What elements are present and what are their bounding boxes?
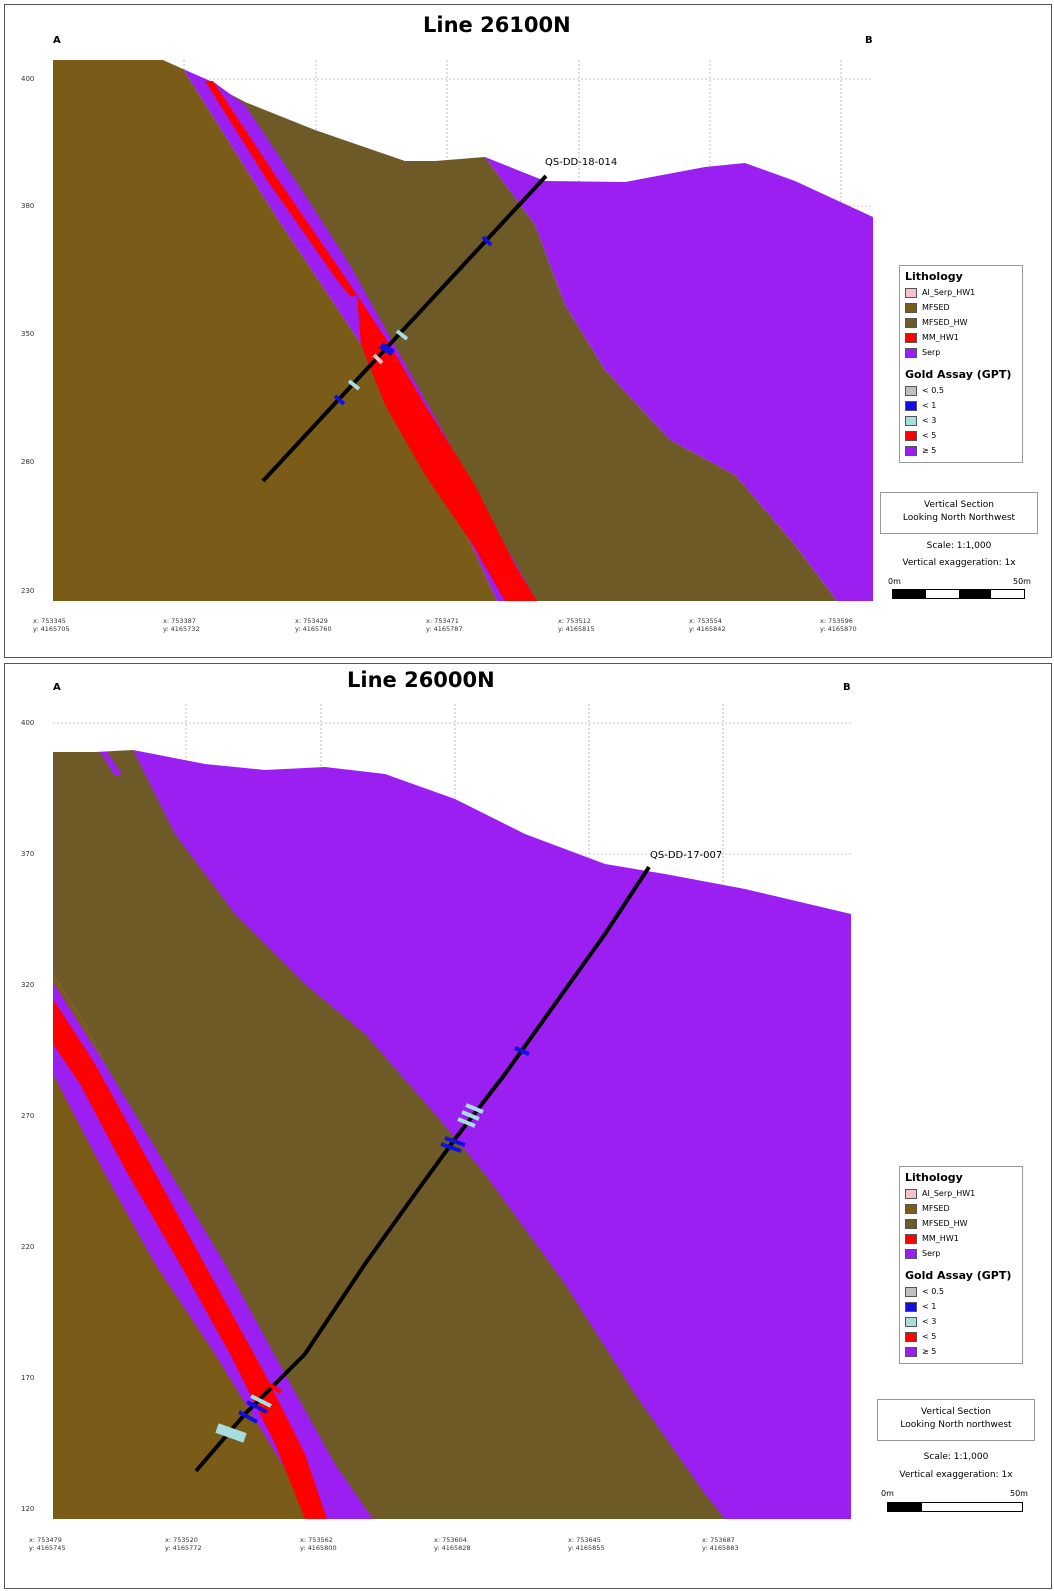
drillhole-label: QS-DD-17-007 xyxy=(650,850,723,861)
section-end-a: A xyxy=(53,35,61,46)
y-tick: 350 xyxy=(21,330,35,338)
y-tick: 170 xyxy=(21,1374,35,1382)
scale-label: Scale: 1:1,000 xyxy=(923,1452,989,1462)
legend-item: AI_Serp_HW1 xyxy=(905,1186,1017,1201)
cross-section-svg-26000n xyxy=(53,704,851,1519)
legend-item: MFSED xyxy=(905,300,1017,315)
section-title: Line 26000N xyxy=(347,668,495,692)
mfsed-hw-unit xyxy=(183,69,837,601)
legend-item: < 1 xyxy=(905,398,1017,413)
legend: Lithology AI_Serp_HW1 MFSED MFSED_HW MM_… xyxy=(899,265,1023,463)
exaggeration-label: Vertical exaggeration: 1x xyxy=(899,1470,1013,1480)
y-tick: 270 xyxy=(21,1112,35,1120)
legend-lithology-title: Lithology xyxy=(905,1171,963,1184)
legend-lithology-title: Lithology xyxy=(905,270,963,283)
section-end-b: B xyxy=(843,682,851,693)
view-direction-box: Vertical Section Looking North Northwest xyxy=(880,492,1038,534)
serp-sliver xyxy=(100,752,122,776)
legend-item: AI_Serp_HW1 xyxy=(905,285,1017,300)
mfsed-hw-unit xyxy=(53,750,765,1519)
scalebar xyxy=(887,1502,1023,1512)
assay-intervals xyxy=(333,235,493,406)
legend-item: MFSED_HW xyxy=(905,1216,1017,1231)
section-panel-26100n: Line 26100N A B QS-DD-18-014 400 380 350… xyxy=(4,4,1052,658)
drillhole-trace xyxy=(261,174,548,483)
legend-item: MFSED xyxy=(905,1201,1017,1216)
mm-hw1-unit xyxy=(357,295,537,601)
mm-hw1-vein xyxy=(205,81,357,297)
exaggeration-label: Vertical exaggeration: 1x xyxy=(902,558,1016,568)
legend-item: < 3 xyxy=(905,413,1017,428)
y-tick: 400 xyxy=(21,75,35,83)
y-tick: 320 xyxy=(21,981,35,989)
scalebar-start: 0m xyxy=(888,577,901,586)
section-title: Line 26100N xyxy=(423,13,571,37)
legend-item: MM_HW1 xyxy=(905,330,1017,345)
y-tick: 220 xyxy=(21,1243,35,1251)
cross-section-svg-26100n xyxy=(53,60,873,601)
y-tick: 370 xyxy=(21,850,35,858)
section-panel-26000n: Line 26000N A B QS-DD-17-007 400 370 320… xyxy=(4,663,1052,1589)
scalebar-end: 50m xyxy=(1013,577,1031,586)
legend-item: MM_HW1 xyxy=(905,1231,1017,1246)
legend-item: ≥ 5 xyxy=(905,1344,1017,1359)
drillhole-label: QS-DD-18-014 xyxy=(545,157,618,168)
section-end-a: A xyxy=(53,682,61,693)
legend-assay-title: Gold Assay (GPT) xyxy=(905,1269,1012,1282)
legend-item: < 1 xyxy=(905,1299,1017,1314)
legend-item: < 5 xyxy=(905,428,1017,443)
legend-item: < 5 xyxy=(905,1329,1017,1344)
assay-intervals xyxy=(215,1046,530,1443)
serp-band xyxy=(53,982,373,1519)
mfsed-unit xyxy=(53,60,497,601)
legend-item: < 0.5 xyxy=(905,383,1017,398)
drillhole-trace xyxy=(194,865,651,1473)
legend-item: < 0.5 xyxy=(905,1284,1017,1299)
y-tick: 230 xyxy=(21,587,35,595)
legend-item: < 3 xyxy=(905,1314,1017,1329)
scalebar xyxy=(892,589,1025,599)
legend-item: ≥ 5 xyxy=(905,443,1017,458)
scale-label: Scale: 1:1,000 xyxy=(926,541,992,551)
mfsed-unit xyxy=(53,752,373,1519)
view-direction-box: Vertical Section Looking North northwest xyxy=(877,1399,1035,1441)
legend-item: Serp xyxy=(905,345,1017,360)
legend-item: MFSED_HW xyxy=(905,315,1017,330)
scalebar-start: 0m xyxy=(881,1489,894,1498)
legend-item: Serp xyxy=(905,1246,1017,1261)
serp-unit xyxy=(133,750,851,1519)
y-tick: 400 xyxy=(21,719,35,727)
legend: Lithology AI_Serp_HW1 MFSED MFSED_HW MM_… xyxy=(899,1166,1023,1364)
y-tick: 280 xyxy=(21,458,35,466)
y-tick: 380 xyxy=(21,202,35,210)
mm-hw1-unit xyxy=(53,999,327,1519)
legend-assay-title: Gold Assay (GPT) xyxy=(905,368,1012,381)
section-end-b: B xyxy=(865,35,873,46)
y-tick: 120 xyxy=(21,1505,35,1513)
serp-unit xyxy=(485,157,873,601)
scalebar-end: 50m xyxy=(1010,1489,1028,1498)
